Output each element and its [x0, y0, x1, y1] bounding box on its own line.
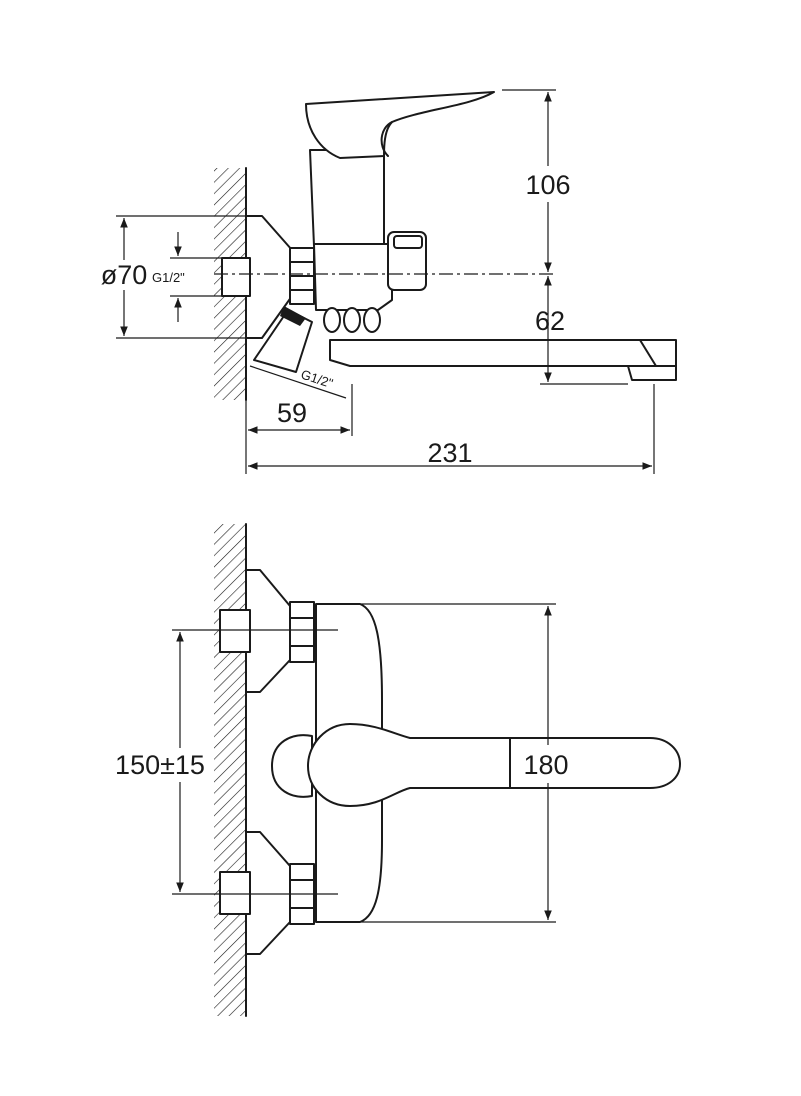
diameter-value: ø70: [101, 260, 148, 290]
cartridge-housing: [313, 243, 393, 311]
length-value: 231: [427, 438, 472, 468]
hex-nut: [289, 247, 315, 305]
diverter-knob: [387, 231, 427, 291]
dimension-diameter: ø70: [92, 215, 246, 339]
upper-inlet: [219, 569, 315, 693]
spacing-value: 150±15: [115, 750, 205, 780]
side-view: 106 62 ø70 G1/2" G1/2": [92, 89, 677, 474]
outlet-value: 62: [535, 306, 565, 336]
inlet-pipe: [221, 257, 251, 297]
dimension-length: 231: [245, 384, 655, 474]
dimension-inlet-thread: G1/2": [152, 232, 222, 322]
front-view: 150±15 180: [108, 523, 681, 1017]
shower-outlet: [253, 306, 313, 373]
valve-body: [309, 149, 385, 247]
spout: [329, 339, 677, 367]
shower-thread-value: G1/2": [299, 367, 335, 392]
dimension-offset: 59: [248, 384, 353, 436]
height-value: 106: [525, 170, 570, 200]
dimension-shower-thread: G1/2": [249, 365, 347, 399]
lever-handle-front: [271, 723, 681, 807]
wall-hatch-bottom: [214, 523, 247, 1017]
lever-handle: [305, 91, 495, 159]
inlet-thread-value: G1/2": [152, 270, 185, 285]
dimension-width: 180: [360, 603, 580, 923]
dimension-outlet: 62: [535, 276, 628, 385]
offset-value: 59: [277, 398, 307, 428]
width-value: 180: [523, 750, 568, 780]
dimension-spacing: 150±15: [108, 632, 212, 892]
spout-base: [323, 307, 381, 333]
dimension-height: 106: [502, 89, 576, 272]
